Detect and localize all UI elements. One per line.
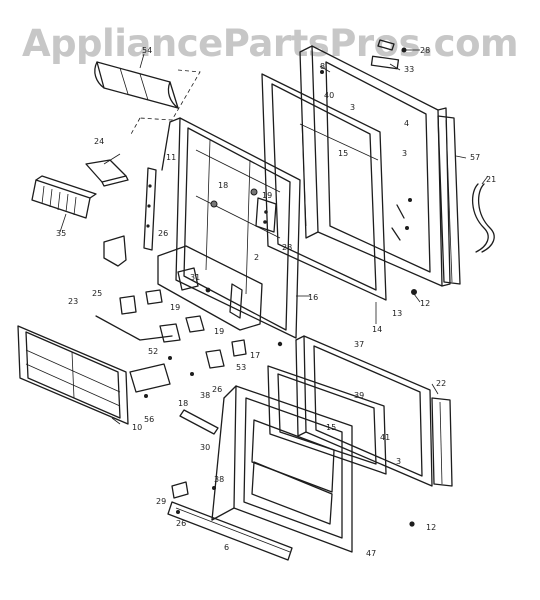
- part-35-ice-tray: [31, 175, 97, 219]
- callout-26-c: 26: [176, 519, 186, 528]
- part-11-rail: [143, 167, 157, 251]
- part-15-door-gasket: [261, 73, 387, 301]
- part-18-mount-bracket: [255, 197, 277, 233]
- part-37-freezer-outer-door: [295, 335, 433, 487]
- callout-19: 19: [262, 191, 272, 200]
- callout-19-b: 19: [170, 303, 180, 312]
- callout-29: 29: [156, 497, 166, 506]
- callout-28: 28: [420, 46, 430, 55]
- callout-53: 53: [236, 363, 246, 372]
- leader-lines: [59, 49, 489, 425]
- callout-28-b: 28: [282, 243, 292, 252]
- callout-23: 23: [68, 297, 78, 306]
- callout-18: 18: [218, 181, 228, 190]
- callout-13: 13: [392, 309, 402, 318]
- callout-41: 41: [380, 433, 390, 442]
- callout-3-c: 3: [396, 457, 401, 466]
- callout-8: 8: [320, 62, 325, 71]
- callout-47: 47: [366, 549, 376, 558]
- part-15-freezer-gasket: [267, 365, 387, 475]
- callout-24: 24: [94, 137, 104, 146]
- part-22-freezer-handle: [431, 397, 453, 487]
- callout-31: 31: [190, 273, 200, 282]
- callout-15: 15: [338, 149, 348, 158]
- callout-4: 4: [404, 119, 409, 128]
- part-31-hinge: [177, 267, 211, 293]
- callout-38-b: 38: [214, 475, 224, 484]
- part-10-drawer-cover: [17, 325, 129, 425]
- callout-39: 39: [354, 391, 364, 400]
- callout-10: 10: [132, 423, 142, 432]
- callout-17: 17: [250, 351, 260, 360]
- callout-57: 57: [470, 153, 480, 162]
- callout-37: 37: [354, 340, 364, 349]
- part-54-top-cover: [94, 61, 201, 137]
- part-56-latch: [129, 363, 171, 398]
- part-13-fresh-food-door: [299, 45, 451, 295]
- callout-12-b: 12: [426, 523, 436, 532]
- callout-18-b: 18: [178, 399, 188, 408]
- callout-35: 35: [56, 229, 66, 238]
- part-24-shelf-tray: [85, 159, 129, 187]
- callout-38: 38: [200, 391, 210, 400]
- callout-14: 14: [372, 325, 382, 334]
- callout-2: 2: [254, 253, 259, 262]
- callout-12: 12: [420, 299, 430, 308]
- callout-22: 22: [436, 379, 446, 388]
- part-19-screws: [210, 188, 258, 208]
- part-52-hinge-block: [159, 315, 283, 376]
- part-30-rod: [179, 409, 219, 435]
- callout-52: 52: [148, 347, 158, 356]
- callout-40: 40: [324, 91, 334, 100]
- part-57-handle-trim: [437, 115, 461, 285]
- callout-25: 25: [92, 289, 102, 298]
- part-29-bracket: [171, 481, 415, 527]
- callout-33: 33: [404, 65, 414, 74]
- callout-15-b: 15: [326, 423, 336, 432]
- callout-3: 3: [350, 103, 355, 112]
- callout-6: 6: [224, 543, 229, 552]
- callout-26-b: 26: [212, 385, 222, 394]
- callout-54: 54: [142, 46, 152, 55]
- callout-16: 16: [308, 293, 318, 302]
- callout-30: 30: [200, 443, 210, 452]
- part-23-rod: [95, 315, 173, 341]
- callout-labels: 54 28 33 8 40 3 4 15 3 57 24 11 18 19 21…: [56, 46, 496, 558]
- callout-3-b: 3: [402, 149, 407, 158]
- callout-19-c: 19: [214, 327, 224, 336]
- part-25-hinge-block: [119, 289, 163, 315]
- part-6-kick-plate: [167, 501, 293, 561]
- part-16-cabinet-liner: [157, 117, 301, 339]
- part-33-hinge-cap: [370, 39, 407, 70]
- callout-26: 26: [158, 229, 168, 238]
- callout-56: 56: [144, 415, 154, 424]
- part-clip-bracket: [103, 235, 127, 267]
- part-47-freezer-door: [211, 385, 353, 553]
- part-21-door-handle: [472, 183, 495, 253]
- callout-21: 21: [486, 175, 496, 184]
- callout-11: 11: [166, 153, 176, 162]
